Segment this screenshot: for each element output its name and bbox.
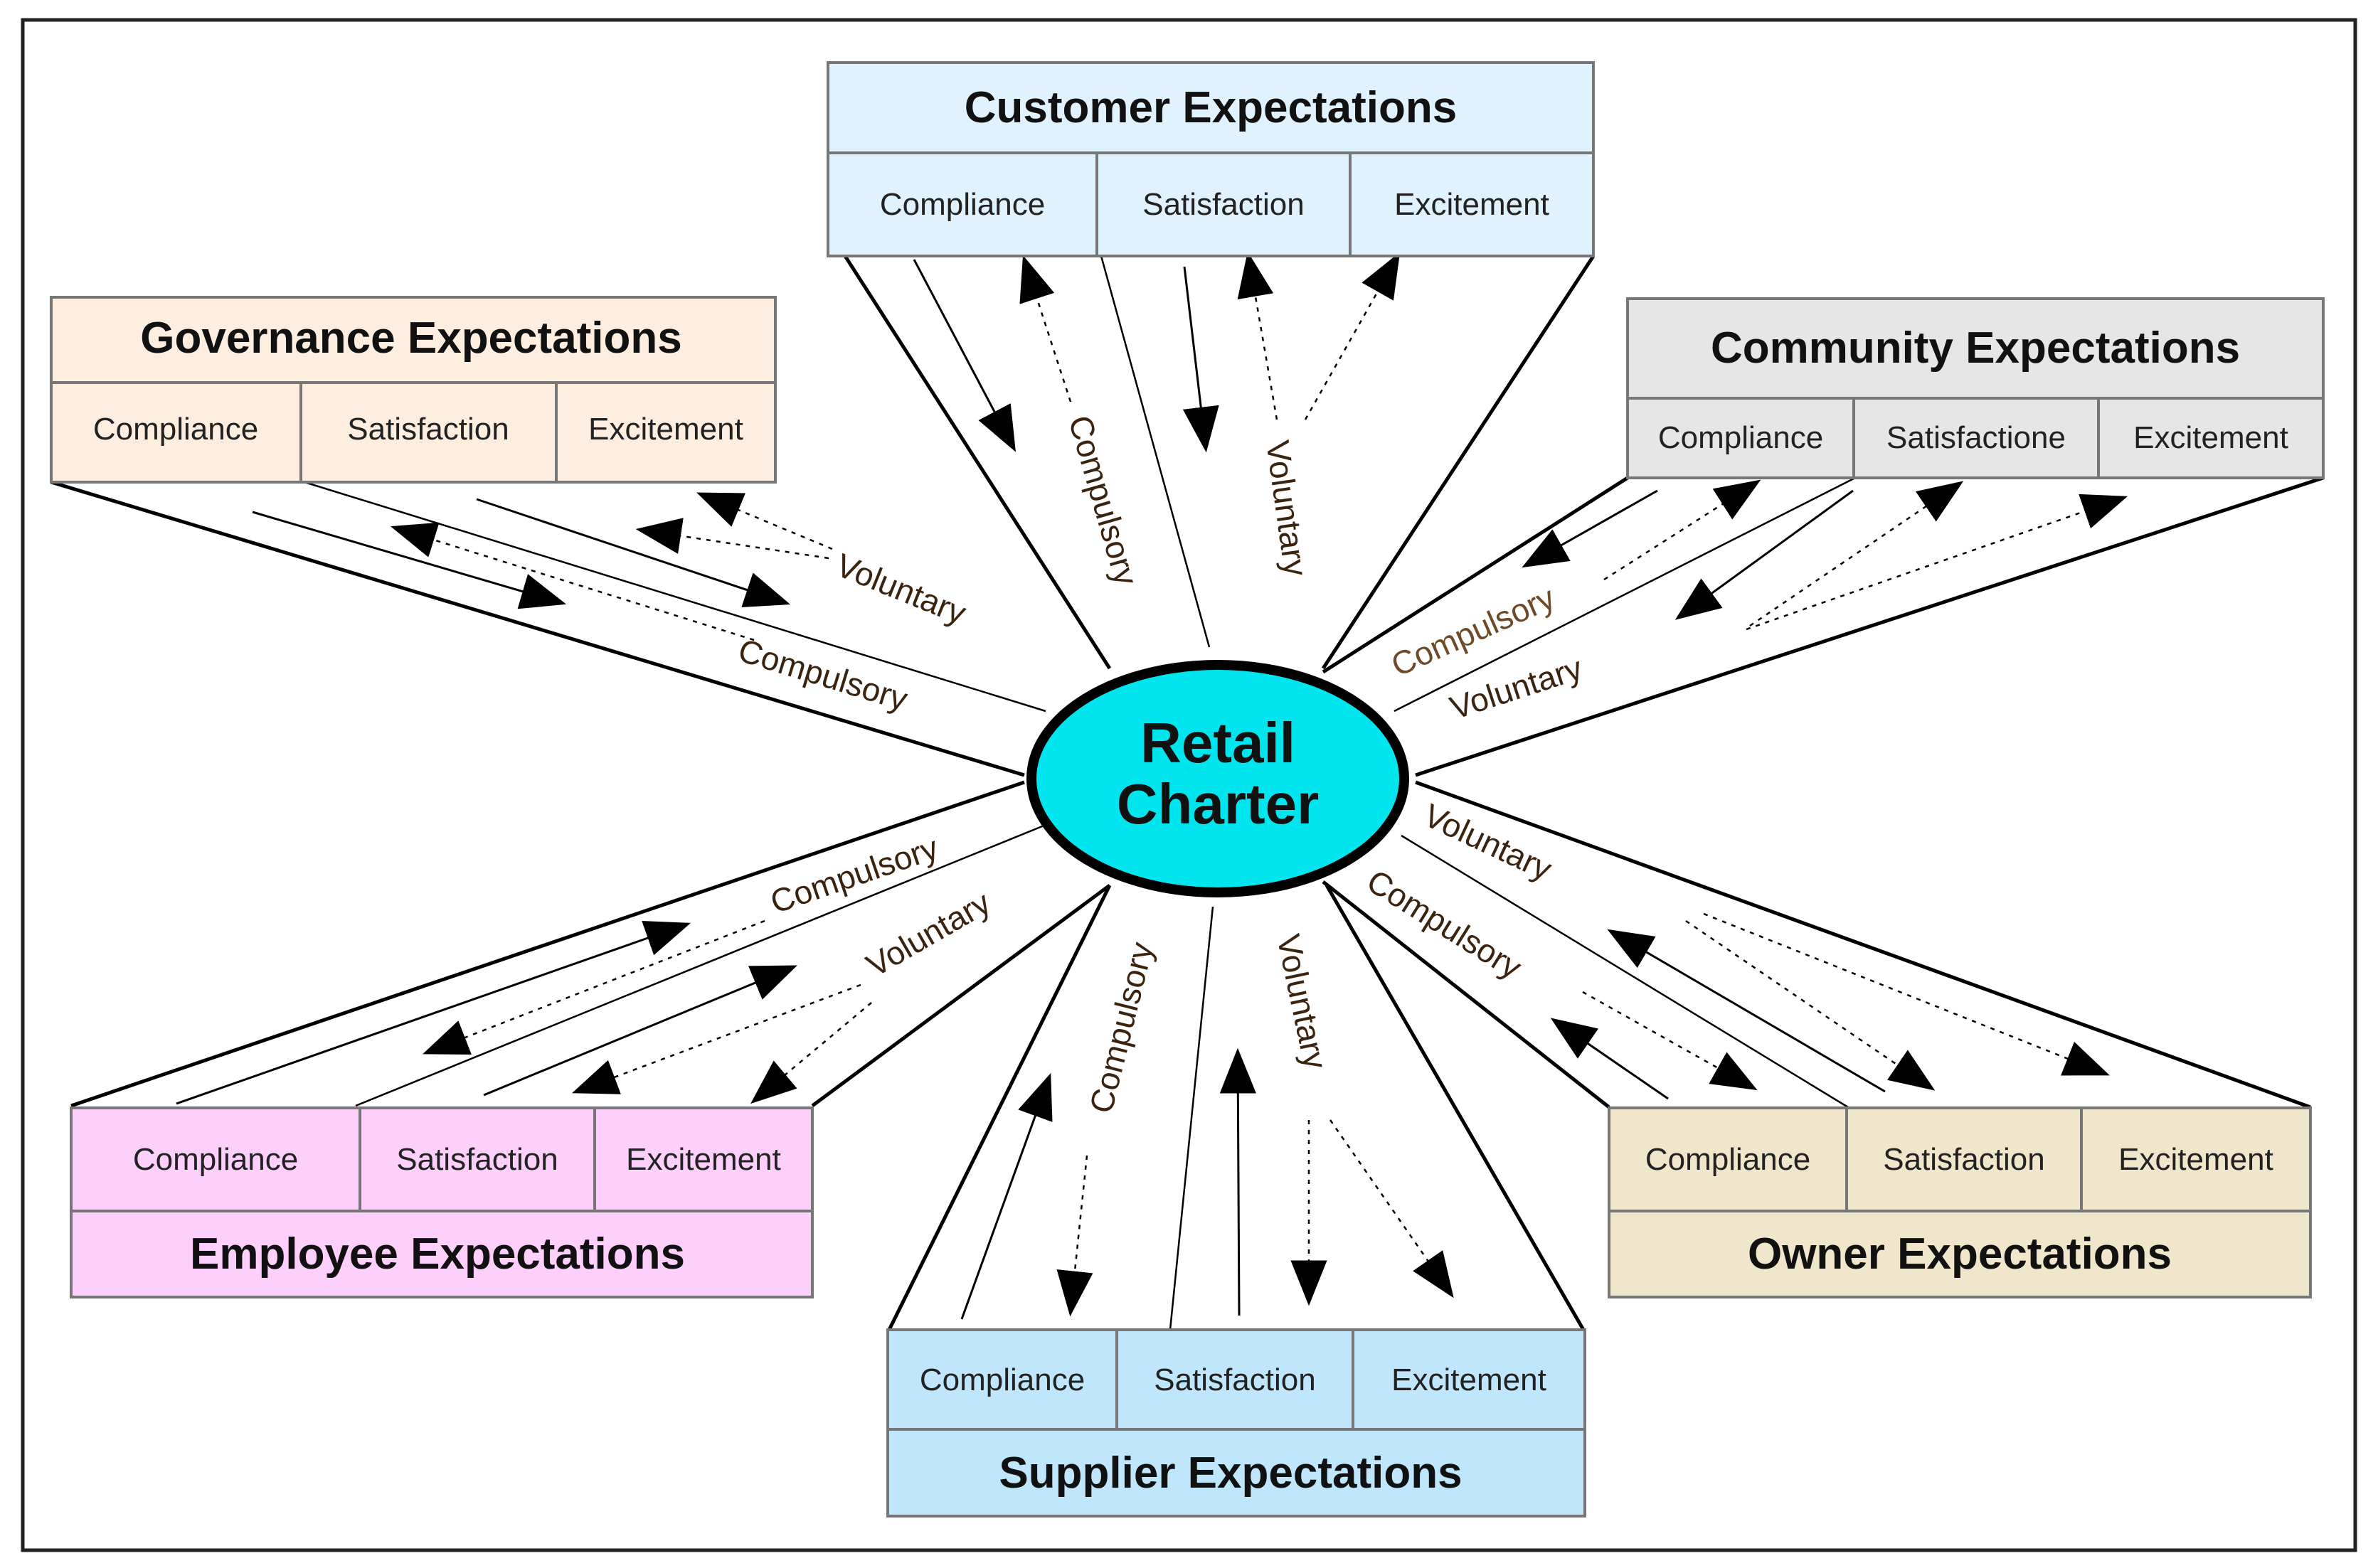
governance-arrow-3 bbox=[476, 498, 791, 607]
owner-arrow-5 bbox=[1703, 912, 2110, 1076]
community-arrow-1 bbox=[1522, 489, 1658, 568]
customer-satisfaction-arrow bbox=[1182, 266, 1219, 453]
governance-excitement-cell: Excitement bbox=[588, 412, 743, 447]
governance-arrow-4 bbox=[635, 518, 829, 560]
supplier-arrow-2 bbox=[1056, 1155, 1093, 1317]
employee-compliance-cell: Compliance bbox=[133, 1142, 298, 1177]
customer-voluntary-arrow-2 bbox=[1304, 252, 1401, 420]
employee-excitement-cell: Excitement bbox=[626, 1142, 781, 1177]
community-compliance-cell: Compliance bbox=[1658, 420, 1823, 455]
customer-compliance-cell: Compliance bbox=[880, 187, 1045, 222]
center-title-line2: Charter bbox=[1117, 772, 1320, 836]
supplier-compliance-cell: Compliance bbox=[920, 1362, 1085, 1397]
customer-satisfaction-cell: Satisfaction bbox=[1142, 187, 1304, 222]
community-expectations-box: Community Expectations Compliance Satisf… bbox=[1626, 297, 2325, 479]
supplier-expectations-box: Compliance Satisfaction Excitement Suppl… bbox=[886, 1328, 1586, 1518]
supplier-satisfaction-cell: Satisfaction bbox=[1154, 1362, 1315, 1397]
customer-voluntary-arrow-1 bbox=[1237, 251, 1278, 420]
owner-excitement-cell: Excitement bbox=[2118, 1142, 2273, 1177]
supplier-arrow-3 bbox=[1219, 1047, 1256, 1316]
supplier-arrow-1 bbox=[960, 1072, 1053, 1320]
community-expectations-title: Community Expectations bbox=[1711, 324, 2240, 373]
owner-expectations-title: Owner Expectations bbox=[1748, 1230, 2172, 1279]
governance-arrow-2 bbox=[390, 522, 755, 641]
employee-arrow-2 bbox=[423, 919, 765, 1055]
owner-arrow-2 bbox=[1582, 991, 1758, 1091]
retail-charter-ellipse bbox=[1026, 660, 1409, 897]
owner-compliance-cell: Compliance bbox=[1645, 1142, 1810, 1177]
supplier-excitement-cell: Excitement bbox=[1391, 1362, 1546, 1397]
customer-compulsory-arrow bbox=[913, 259, 1016, 452]
governance-arrow-1 bbox=[252, 511, 567, 609]
community-excitement-cell: Excitement bbox=[2133, 420, 2288, 455]
owner-expectations-box: Compliance Satisfaction Excitement Owner… bbox=[1608, 1106, 2312, 1298]
customer-expectations-box: Customer Expectations Compliance Satisfa… bbox=[827, 61, 1595, 257]
governance-compliance-cell: Compliance bbox=[93, 412, 258, 447]
employee-arrow-4 bbox=[572, 983, 861, 1094]
community-satisfaction-cell: Satisfactione bbox=[1886, 420, 2066, 455]
owner-arrow-3 bbox=[1607, 929, 1886, 1093]
flow-arrows bbox=[176, 251, 2128, 1320]
community-arrow-4 bbox=[1749, 481, 1964, 627]
governance-expectations-box: Governance Expectations Compliance Satis… bbox=[50, 296, 777, 484]
governance-arrow-5 bbox=[696, 492, 833, 550]
employee-expectations-box: Compliance Satisfaction Excitement Emplo… bbox=[70, 1106, 814, 1298]
governance-satisfaction-cell: Satisfaction bbox=[347, 412, 509, 447]
center-title-line1: Retail bbox=[1140, 711, 1295, 774]
retail-charter-node: Retail Charter bbox=[1026, 660, 1409, 897]
community-arrow-2 bbox=[1603, 479, 1761, 581]
employee-satisfaction-cell: Satisfaction bbox=[396, 1142, 558, 1177]
community-arrow-5 bbox=[1746, 494, 2128, 631]
spoke-lines bbox=[51, 255, 2324, 1331]
customer-expectations-title: Customer Expectations bbox=[965, 83, 1458, 132]
supplier-expectations-title: Supplier Expectations bbox=[999, 1449, 1462, 1498]
owner-satisfaction-cell: Satisfaction bbox=[1883, 1142, 2044, 1177]
employee-arrow-3 bbox=[483, 965, 797, 1097]
governance-expectations-title: Governance Expectations bbox=[140, 314, 682, 363]
employee-expectations-title: Employee Expectations bbox=[190, 1230, 685, 1279]
employee-arrow-1 bbox=[176, 920, 691, 1105]
owner-arrow-1 bbox=[1550, 1018, 1669, 1100]
community-arrow-3 bbox=[1674, 489, 1854, 620]
customer-excitement-cell: Excitement bbox=[1394, 187, 1549, 222]
